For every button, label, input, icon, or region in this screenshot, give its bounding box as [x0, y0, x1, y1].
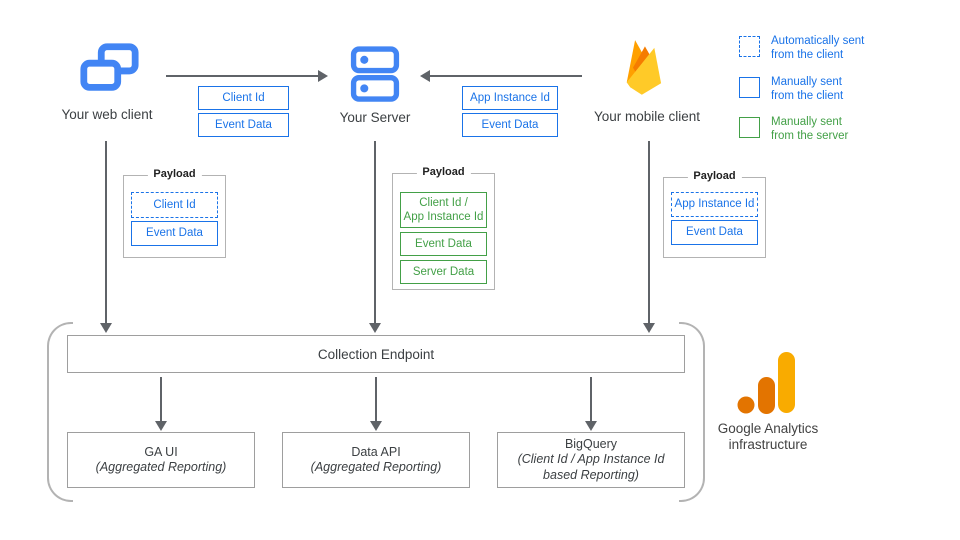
- bigquery-subtitle: (Client Id / App Instance Id based Repor…: [517, 452, 665, 482]
- web-client-label: Your web client: [61, 107, 153, 122]
- bigquery-box: BigQuery (Client Id / App Instance Id ba…: [497, 432, 685, 488]
- ga-ui-title: GA UI: [144, 444, 178, 459]
- data-api-box: Data API (Aggregated Reporting): [282, 432, 470, 488]
- endpoint-to-dataapi-line: [375, 377, 377, 421]
- endpoint-to-bigquery-line: [590, 377, 592, 421]
- tag-client-id: Client Id: [198, 86, 289, 110]
- data-api-title: Data API: [351, 444, 401, 459]
- tag-event-data: Event Data: [462, 113, 558, 137]
- legend-swatch-manual-server: [739, 117, 760, 138]
- payload-item-app-instance-id: App Instance Id: [671, 192, 758, 217]
- web-to-server-arrowhead-icon: [318, 70, 328, 82]
- endpoint-to-gaui-line: [160, 377, 162, 421]
- mobile-payload-box: Payload App Instance Id Event Data: [663, 170, 766, 258]
- payload-item-event-data: Event Data: [671, 220, 758, 245]
- collection-endpoint-box: Collection Endpoint: [67, 335, 685, 373]
- google-analytics-logo-icon: [737, 352, 795, 414]
- server-payload-box: Payload Client Id /App Instance Id Event…: [392, 166, 495, 290]
- web-to-server-arrow-line: [166, 75, 318, 77]
- server-down-arrowhead-icon: [369, 323, 381, 333]
- payload-item-client-or-app-instance-id: Client Id /App Instance Id: [400, 192, 487, 228]
- payload-item-event-data: Event Data: [131, 221, 218, 246]
- web-down-arrowhead-icon: [100, 323, 112, 333]
- infrastructure-label: Google Analytics infrastructure: [717, 421, 819, 453]
- payload-title: Payload: [147, 168, 202, 180]
- payload-item-server-data: Server Data: [400, 260, 487, 284]
- endpoint-to-bigquery-arrowhead-icon: [585, 421, 597, 431]
- endpoint-to-dataapi-arrowhead-icon: [370, 421, 382, 431]
- payload-title: Payload: [687, 170, 742, 182]
- bigquery-title: BigQuery: [564, 437, 618, 452]
- tag-app-instance-id: App Instance Id: [462, 86, 558, 110]
- server-icon: [350, 46, 400, 102]
- payload-title: Payload: [416, 166, 471, 178]
- legend-swatch-manual-client: [739, 77, 760, 98]
- payload-item-event-data: Event Data: [400, 232, 487, 256]
- ga-ui-box: GA UI (Aggregated Reporting): [67, 432, 255, 488]
- server-down-arrow-line: [374, 141, 376, 323]
- web-down-arrow-line: [105, 141, 107, 323]
- mobile-to-server-arrow-line: [430, 75, 582, 77]
- mobile-down-arrow-line: [648, 141, 650, 323]
- mobile-client-label: Your mobile client: [593, 109, 701, 124]
- data-api-subtitle: (Aggregated Reporting): [310, 460, 442, 474]
- web-client-icon: [80, 43, 139, 91]
- mobile-down-arrowhead-icon: [643, 323, 655, 333]
- legend-swatch-auto-client: [739, 36, 760, 57]
- endpoint-to-gaui-arrowhead-icon: [155, 421, 167, 431]
- ga-ui-subtitle: (Aggregated Reporting): [95, 460, 227, 474]
- server-label: Your Server: [339, 110, 411, 125]
- mobile-to-server-arrowhead-icon: [420, 70, 430, 82]
- firebase-mobile-icon: [626, 40, 662, 95]
- web-payload-box: Payload Client Id Event Data: [123, 168, 226, 258]
- payload-item-client-id: Client Id: [131, 192, 218, 218]
- tag-event-data: Event Data: [198, 113, 289, 137]
